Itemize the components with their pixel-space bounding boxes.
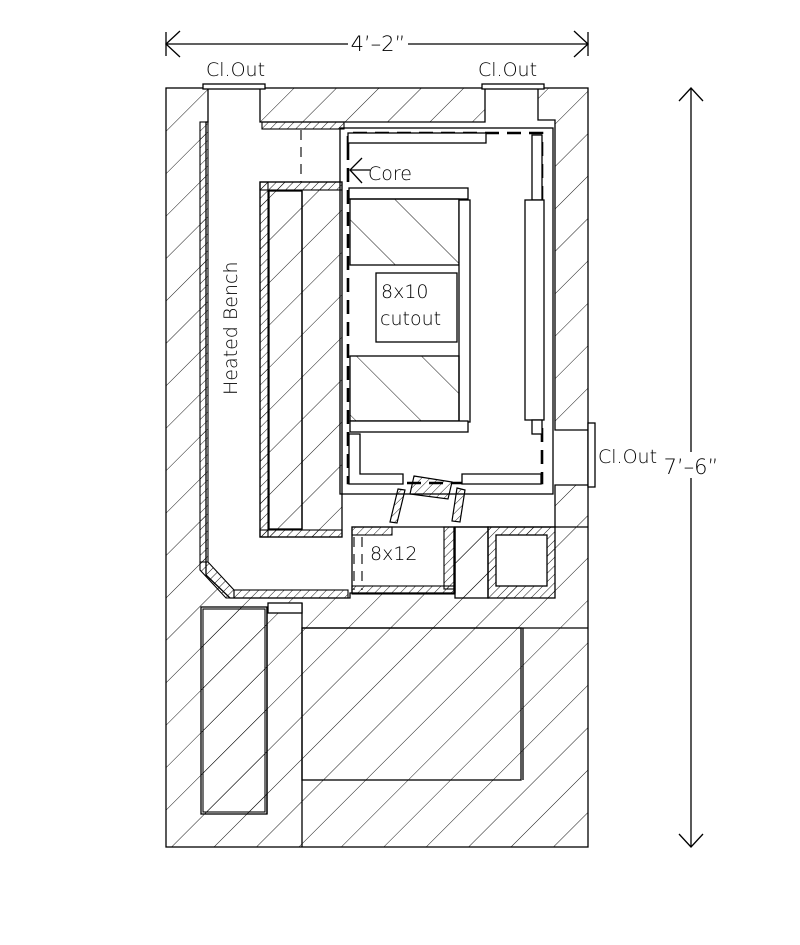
lower-left-block bbox=[200, 606, 268, 815]
door-brick-left bbox=[389, 488, 406, 524]
cleanout-cap-right bbox=[587, 422, 596, 488]
height-dimension: 7’–6” bbox=[664, 87, 719, 848]
cleanout-label-right: Cl.Out bbox=[598, 446, 657, 468]
bench-liner-inner bbox=[259, 181, 269, 538]
cutout-box bbox=[375, 272, 458, 343]
firebrick-block-top bbox=[349, 198, 460, 266]
heated-bench-label: Heated Bench bbox=[220, 261, 242, 395]
bench-liner-bottom bbox=[233, 589, 349, 599]
opening-label: 8x12 bbox=[370, 543, 418, 565]
firebrick-block-bottom bbox=[349, 355, 460, 422]
height-dimension-label: 7’–6” bbox=[664, 455, 719, 479]
width-dimension: 4’–2” bbox=[165, 30, 589, 58]
opening-8x12 bbox=[351, 526, 455, 594]
bench-liner-left bbox=[199, 121, 209, 563]
cutout-label-1: 8x10 bbox=[381, 281, 429, 303]
cleanout-cap-top-left bbox=[202, 83, 266, 90]
door-brick-center bbox=[409, 475, 453, 500]
top-liner bbox=[261, 121, 345, 130]
cleanout-label-top-left: Cl.Out bbox=[206, 59, 265, 81]
bench-core-column bbox=[259, 181, 343, 538]
arrow-up-icon bbox=[678, 87, 704, 102]
width-dimension-label: 4’–2” bbox=[351, 32, 406, 56]
cutout-label-2: cutout bbox=[380, 308, 441, 330]
lower-center-block bbox=[301, 627, 522, 781]
arrow-down-icon bbox=[678, 833, 704, 848]
core-label: Core bbox=[368, 163, 412, 185]
cleanout-cap-top-right bbox=[481, 83, 545, 90]
cleanout-label-top-right: Cl.Out bbox=[478, 59, 537, 81]
door-brick-right bbox=[451, 487, 466, 523]
right-baffle bbox=[524, 199, 545, 421]
